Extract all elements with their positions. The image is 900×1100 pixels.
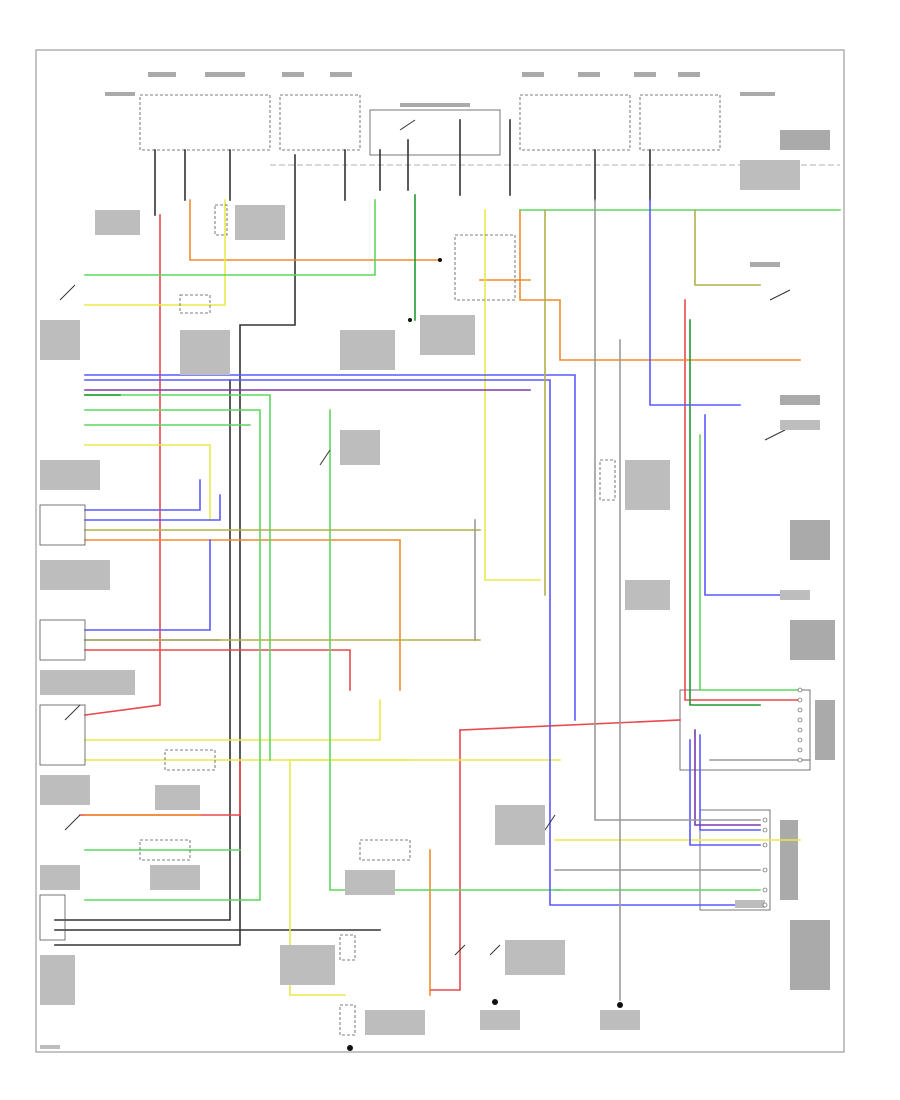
text-labels — [40, 160, 820, 1049]
diagram-frame — [35, 49, 845, 1053]
connector-pins — [762, 687, 803, 908]
red-wires — [79, 214, 801, 991]
dark-green-wires — [84, 194, 761, 706]
fuse-box-top — [105, 72, 840, 166]
light-gray-wires — [474, 199, 811, 1001]
gray-wires — [54, 119, 651, 946]
purple-wires — [84, 389, 761, 826]
trailer-connector-right — [679, 130, 835, 990]
yellow-wires — [84, 199, 801, 996]
components — [39, 204, 616, 1036]
green-wires — [84, 199, 841, 901]
olive-wires — [84, 209, 761, 641]
ground-points — [347, 258, 623, 1051]
switches — [59, 119, 791, 956]
